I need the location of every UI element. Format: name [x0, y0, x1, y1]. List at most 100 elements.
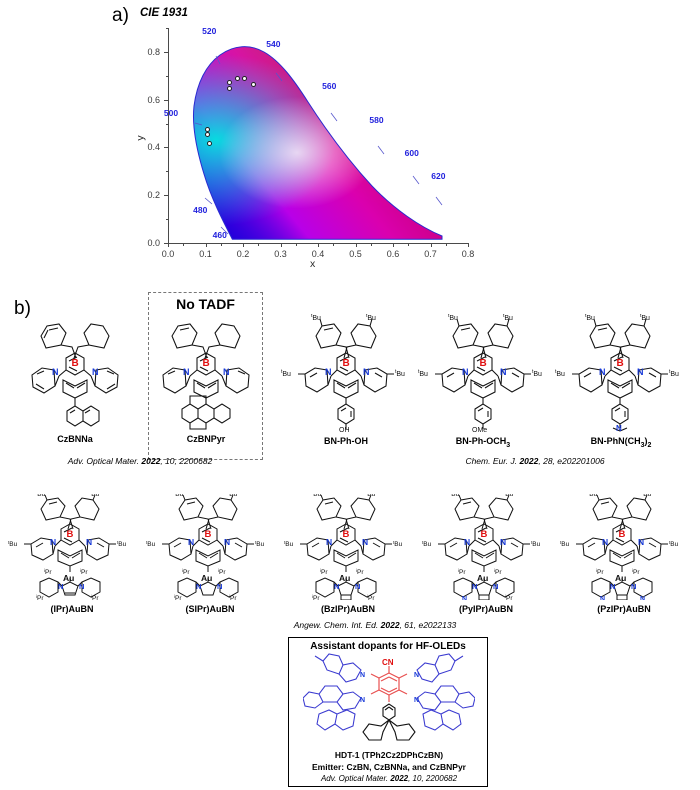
y-tick: [164, 147, 168, 149]
wavelength-label-460: 460: [212, 229, 227, 240]
citation-year: 2022: [390, 774, 409, 783]
substituent-tbu-4: tBu: [669, 540, 679, 549]
atom-nitrogen-right: N: [500, 537, 506, 547]
atom-nitrogen-hdt-1: N: [360, 672, 365, 679]
molecule-label-sub2: 2: [647, 441, 652, 449]
atom-nitrogen-left: N: [462, 367, 469, 377]
atom-boron: B: [619, 529, 626, 540]
substituent-tbu-4: tBu: [395, 369, 405, 378]
atom-nitrogen-nhc-left: N: [196, 582, 201, 591]
substituent-ipr-3: iPr: [36, 594, 44, 601]
y-tick-label: 0.8: [147, 46, 160, 57]
data-point: [235, 75, 241, 81]
x-minor-tick: [333, 243, 334, 246]
substituent-tbu-1: tBu: [448, 314, 458, 322]
atom-nitrogen-nhc-right: N: [217, 582, 222, 591]
atom-nitrogen-left: N: [52, 367, 59, 377]
atom-nitrogen-right: N: [362, 537, 368, 547]
molecule-label-pyipr-au-bn: (PyIPr)AuBN: [458, 604, 513, 614]
y-minor-tick: [165, 219, 168, 221]
atom-nitrogen-right: N: [500, 367, 507, 377]
atom-nitrogen-hdt-2: N: [414, 672, 419, 679]
substituent-tbu-4: tBu: [117, 540, 127, 549]
panel-b-label: b): [14, 298, 31, 319]
y-minor-tick: [165, 75, 168, 77]
substituent-tbu-2: tBu: [366, 494, 376, 498]
substituent-tbu-4: tBu: [532, 369, 542, 378]
hdt-emitter-line: Emitter: CzBN, CzBNNa, and CzBNPyr: [312, 762, 466, 772]
substituent-ipr-2: iPr: [632, 568, 640, 577]
citation-journal: Chem. Eur. J.: [465, 456, 520, 466]
substituent-tbu-4: tBu: [531, 540, 541, 549]
structure-bn-phn-ch3-2: B N N N tBu tBu tBu tBu: [555, 314, 687, 432]
wavelength-label-540: 540: [266, 39, 281, 50]
wavelength-label-600: 600: [404, 148, 419, 159]
atom-nitrogen-nhc-left: N: [334, 582, 339, 591]
structure-hdt-1: CN: [303, 652, 475, 742]
substituent-tbu-4: tBu: [393, 540, 403, 549]
atom-gold: Au: [339, 573, 350, 583]
substituent-ipr-2: iPr: [80, 568, 88, 577]
atom-gold: Au: [63, 573, 74, 583]
x-tick: [168, 243, 169, 247]
x-tick: [393, 243, 394, 247]
y-minor-tick: [165, 123, 168, 125]
atom-boron: B: [343, 358, 350, 369]
substituent-tbu-1: tBu: [174, 494, 184, 498]
y-minor-tick: [165, 28, 168, 29]
substituent-tbu-3: tBu: [560, 540, 570, 549]
x-tick: [355, 243, 357, 247]
molecule-label-czbnpyr: CzBNPyr: [186, 434, 226, 444]
x-tick-label: 0.0: [161, 249, 175, 259]
citation-detail: , 10, 2200682: [408, 774, 458, 783]
atom-gold: Au: [477, 573, 488, 583]
x-tick-label: 0.8: [461, 249, 475, 259]
atom-nitrogen-left: N: [326, 537, 332, 547]
x-tick: [243, 243, 244, 247]
citation-detail: , 28, e202201006: [538, 456, 605, 466]
atom-nitrogen-nhc-right: N: [631, 582, 636, 591]
substituent-cyano: CN: [382, 658, 394, 667]
hdt-box-title: Assistant dopants for HF-OLEDs: [310, 641, 466, 652]
x-minor-tick: [183, 243, 184, 246]
substituent-ipr-2: iPr: [356, 568, 364, 577]
molecule-label-czbnna: CzBNNa: [57, 434, 93, 444]
chromaticity-gamut: [193, 46, 443, 240]
atom-boron: B: [72, 358, 79, 369]
molecule-label-ipr-au-bn: (IPr)AuBN: [50, 604, 94, 614]
atom-nitrogen-left: N: [602, 537, 608, 547]
atom-nitrogen-right: N: [638, 537, 644, 547]
molecule-label-sipr-au-bn: (SIPr)AuBN: [185, 604, 235, 614]
substituent-tbu-1: tBu: [311, 314, 321, 322]
substituent-tbu-2: tBu: [503, 314, 513, 322]
x-minor-tick: [445, 243, 447, 246]
atom-boron: B: [203, 358, 210, 369]
substituent-ipr-1: iPr: [458, 568, 466, 577]
x-tick-label: 0.5: [349, 249, 362, 259]
substituent-tbu-4: tBu: [255, 540, 265, 549]
y-tick: [164, 195, 168, 197]
hdt-assistant-dopant-box: Assistant dopants for HF-OLEDs CN: [288, 637, 488, 787]
atom-nitrogen-nhc-right: N: [79, 582, 84, 591]
substituent-hydroxyl: OH: [339, 427, 350, 432]
atom-nitrogen-right: N: [637, 367, 644, 377]
substituent-tbu-1: tBu: [588, 494, 598, 498]
molecule-label-bn-ph-oh: BN-Ph-OH: [324, 436, 368, 446]
structure-pzipr-au-bn: B N N Au N N N N tBu tBu tBu tBu iPr iPr: [560, 494, 688, 600]
atom-boron: B: [617, 358, 624, 369]
citation-year: 2022: [141, 456, 161, 466]
wavelength-label-520: 520: [202, 25, 217, 36]
substituent-ipr-1: iPr: [182, 568, 190, 577]
no-tadf-label: No TADF: [176, 296, 235, 312]
x-minor-tick: [295, 243, 297, 246]
y-tick-label: 0.2: [147, 190, 160, 201]
data-point: [204, 131, 210, 137]
substituent-ipr-4: iPr: [367, 594, 375, 601]
structure-bn-ph-och3: B N N tBu tBu tBu tBu OMe: [418, 314, 548, 432]
substituent-tbu-3: tBu: [418, 369, 428, 378]
data-point: [206, 140, 212, 146]
substituent-tbu-1: tBu: [312, 494, 322, 498]
substituent-tbu-3: tBu: [146, 540, 156, 549]
x-minor-tick: [220, 243, 222, 246]
